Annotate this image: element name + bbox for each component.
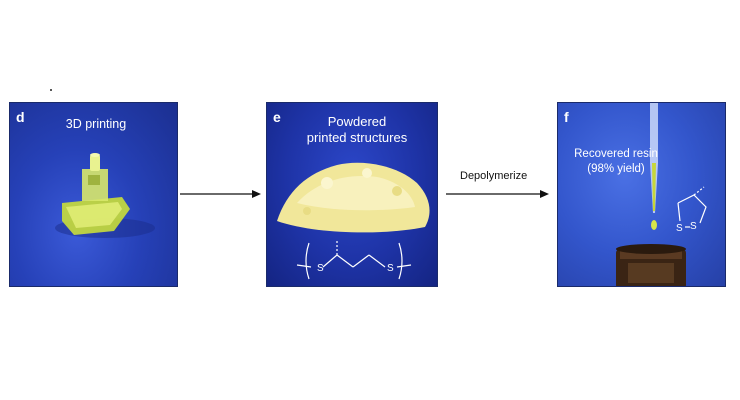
panel-powdered-structures: S S e Powdered printed structures [266,102,438,287]
arrow-right-icon [446,190,549,198]
panel-letter-e: e [273,109,281,125]
svg-text:S: S [317,263,324,274]
arrow-right-icon [180,190,261,198]
stray-dot [50,89,52,91]
svg-text:S: S [690,221,697,232]
panel-f-caption: Recovered resin (98% yield) [566,147,666,177]
panel-e-caption: Powdered printed structures [289,114,425,146]
panel-recovered-resin: S S f Recovered resin (98% yield) [557,102,726,287]
panel-d-caption: 3D printing [65,117,127,131]
depolymerize-label: Depolymerize [460,170,528,182]
powder-and-polymer-structure: S S [277,162,430,280]
panel-f-caption-line2: (98% yield) [587,163,645,175]
panel-f-caption-line1: Recovered resin [574,148,658,160]
svg-text:S: S [676,223,683,234]
panel-letter-f: f [564,109,569,125]
panel-e-caption-line2: printed structures [306,130,408,145]
pipette-and-vial-illustration: S S [616,103,707,286]
svg-text:S: S [387,263,394,274]
panel-3d-printing: d 3D printing [9,102,178,287]
printed-boat-illustration [55,153,155,238]
panel-letter-d: d [16,109,25,125]
panel-e-caption-line1: Powdered [327,114,387,129]
